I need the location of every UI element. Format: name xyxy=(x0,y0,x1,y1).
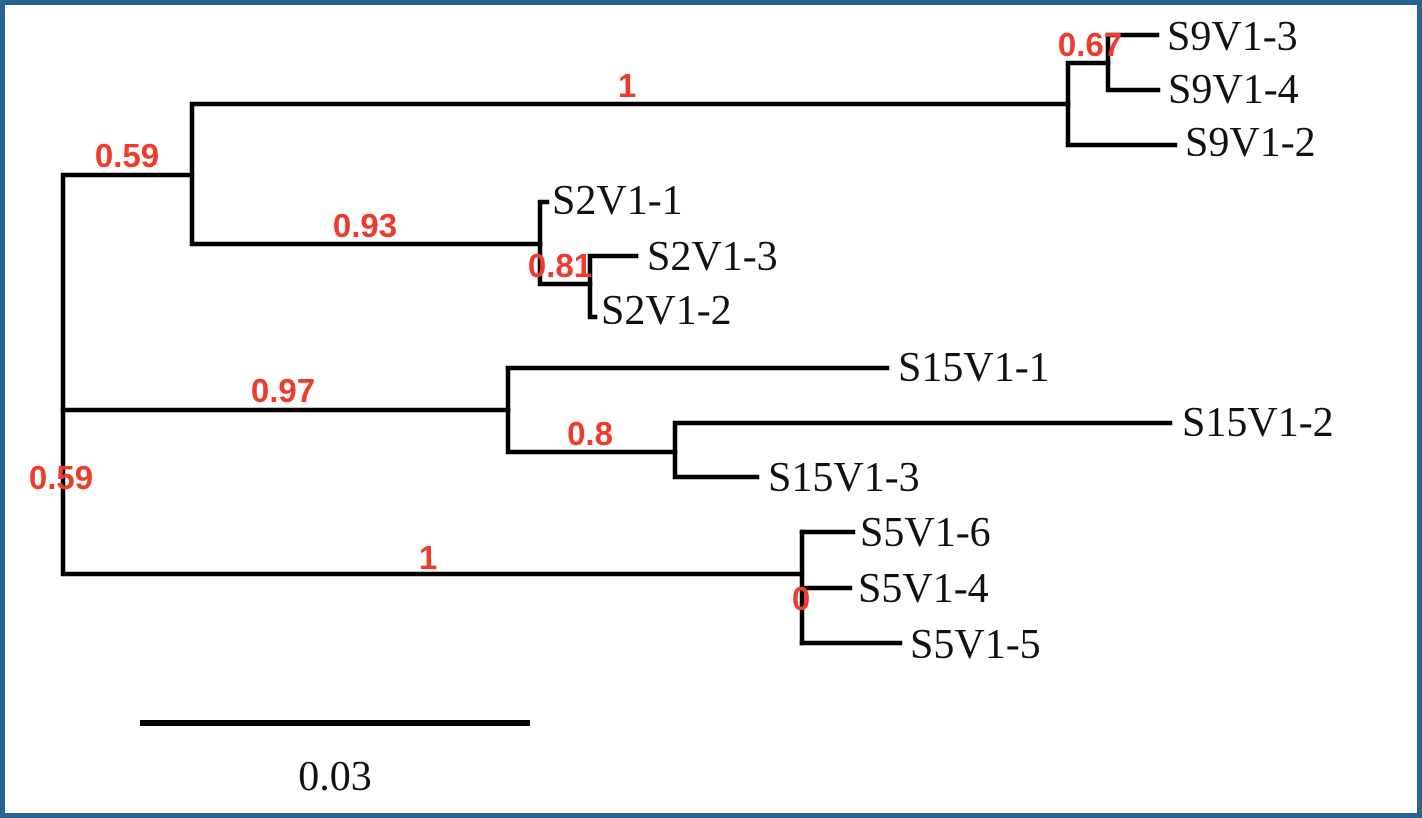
tip-label-s15v1-1: S15V1-1 xyxy=(898,345,1050,391)
branch-s2-inner xyxy=(587,253,639,320)
scale-bar-label: 0.03 xyxy=(298,754,372,800)
tip-label-s5v1-5: S5V1-5 xyxy=(910,622,1041,668)
support-labels: 0.59 1 0.67 0.93 0.81 0.97 0.8 0.59 1 0 xyxy=(29,26,1122,617)
branch-s2-outer xyxy=(537,199,593,287)
tree-branches xyxy=(60,32,1178,646)
support-upper-clade: 0.59 xyxy=(95,137,159,174)
tip-label-s2v1-3: S2V1-3 xyxy=(647,234,778,280)
tip-label-s2v1-1: S2V1-1 xyxy=(552,178,683,224)
support-s15-clade: 0.97 xyxy=(251,372,315,409)
support-s5-clade: 1 xyxy=(419,539,437,576)
branch-s9-outer xyxy=(1065,60,1178,148)
branch-s15-outer xyxy=(505,365,890,455)
support-root-lower: 0.59 xyxy=(29,459,93,496)
branch-s15-inner xyxy=(672,420,1173,480)
branch-root xyxy=(60,172,805,577)
tip-label-s2v1-2: S2V1-2 xyxy=(601,288,732,334)
scale-bar: 0.03 xyxy=(140,720,530,800)
tip-label-s5v1-4: S5V1-4 xyxy=(858,566,989,612)
tip-label-s9v1-2: S9V1-2 xyxy=(1185,120,1316,166)
tip-label-s15v1-2: S15V1-2 xyxy=(1182,400,1334,446)
tip-labels: S9V1-3 S9V1-4 S9V1-2 S2V1-1 S2V1-3 S2V1-… xyxy=(552,14,1334,668)
support-s9-inner: 0.67 xyxy=(1058,26,1122,63)
tip-label-s9v1-4: S9V1-4 xyxy=(1168,67,1299,113)
support-s5-inner: 0 xyxy=(792,580,810,617)
tip-label-s9v1-3: S9V1-3 xyxy=(1167,14,1298,60)
support-s2-inner: 0.81 xyxy=(528,247,592,284)
branch-upper-clade xyxy=(189,101,1071,247)
support-s2-clade: 0.93 xyxy=(333,207,397,244)
branch-s9-inner xyxy=(1105,32,1161,93)
tip-label-s15v1-3: S15V1-3 xyxy=(768,455,920,501)
support-s9-clade: 1 xyxy=(618,67,636,104)
support-s15-inner: 0.8 xyxy=(567,415,613,452)
tip-label-s5v1-6: S5V1-6 xyxy=(860,510,991,556)
